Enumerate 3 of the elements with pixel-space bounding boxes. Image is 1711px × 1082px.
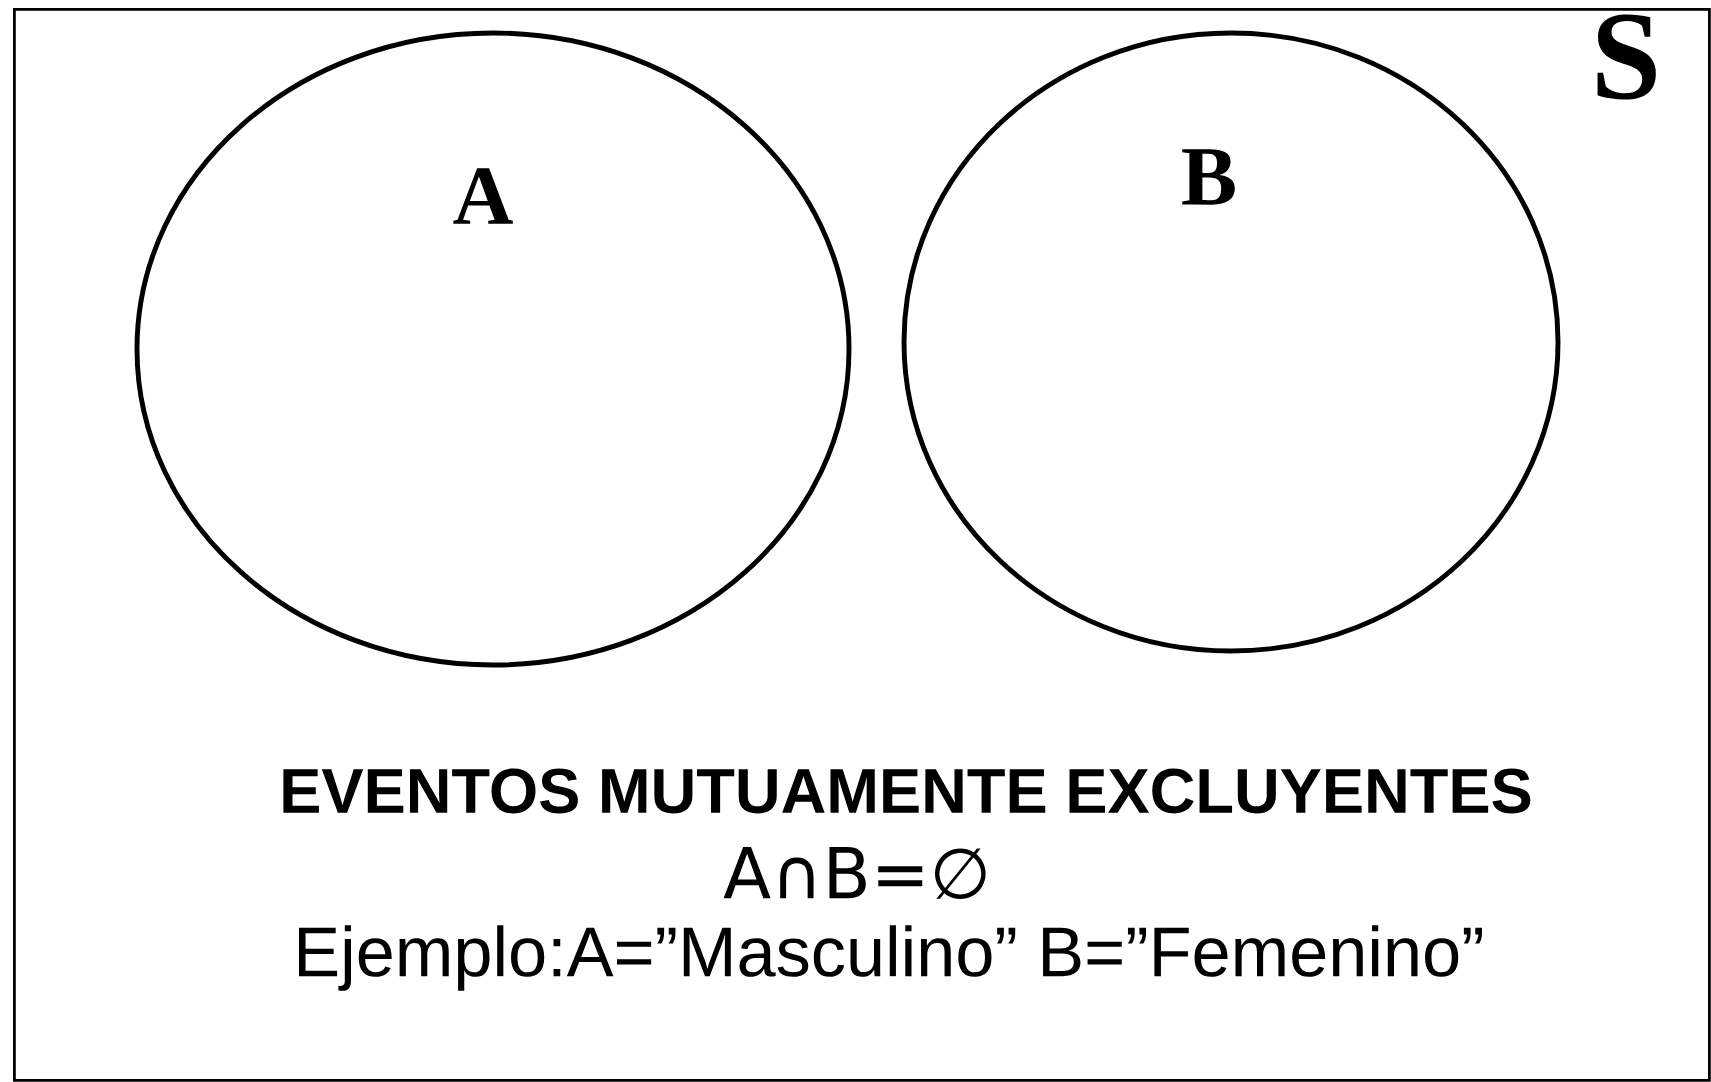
example-text: Ejemplo:A=”Masculino” B=”Femenino” (299, 925, 1482, 991)
title: EVENTOS MUTUAMENTE EXCLUYENTES (283, 768, 1531, 814)
set-formula: A∩B=∅ (723, 847, 986, 899)
